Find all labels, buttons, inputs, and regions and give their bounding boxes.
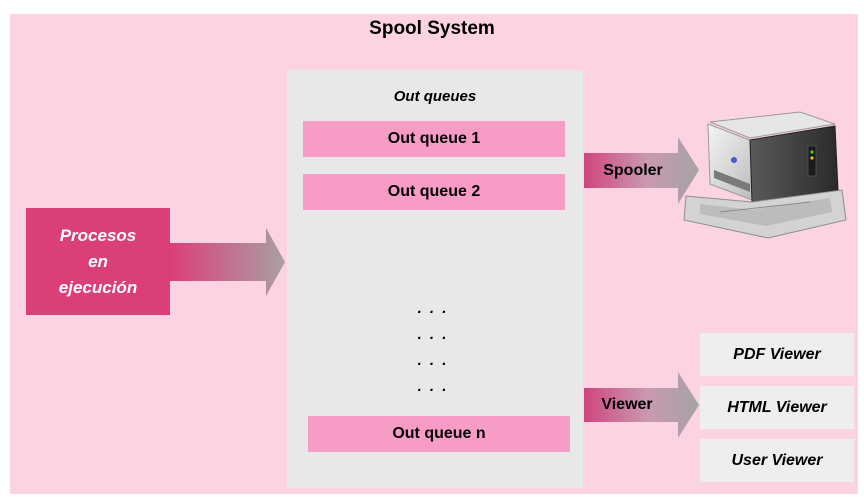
process-box: Procesos en ejecución — [26, 208, 170, 315]
viewer-arrow — [584, 372, 699, 438]
process-line-1: Procesos — [59, 225, 137, 245]
printer-icon — [683, 111, 847, 239]
ellipsis-1: . . . — [417, 300, 449, 317]
out-queue-n: Out queue n — [308, 416, 570, 452]
viewer-box-html: HTML Viewer — [700, 386, 854, 429]
process-line-3: ejecución — [58, 277, 138, 297]
diagram-title: Spool System — [369, 18, 495, 39]
ellipsis-3: . . . — [417, 352, 449, 369]
ellipsis-2: . . . — [417, 326, 449, 343]
process-line-2: en — [88, 251, 108, 271]
viewer-label: Viewer — [601, 396, 653, 413]
out-queue-2: Out queue 2 — [303, 174, 565, 210]
viewer-box-user: User Viewer — [700, 439, 854, 482]
process-arrow — [170, 228, 285, 296]
out-queues-heading: Out queues — [393, 88, 477, 105]
ellipsis-4: . . . — [417, 378, 449, 395]
spooler-arrow — [584, 137, 699, 204]
viewer-box-pdf: PDF Viewer — [700, 333, 854, 376]
out-queue-1: Out queue 1 — [303, 121, 565, 157]
spooler-label: Spooler — [603, 161, 663, 179]
